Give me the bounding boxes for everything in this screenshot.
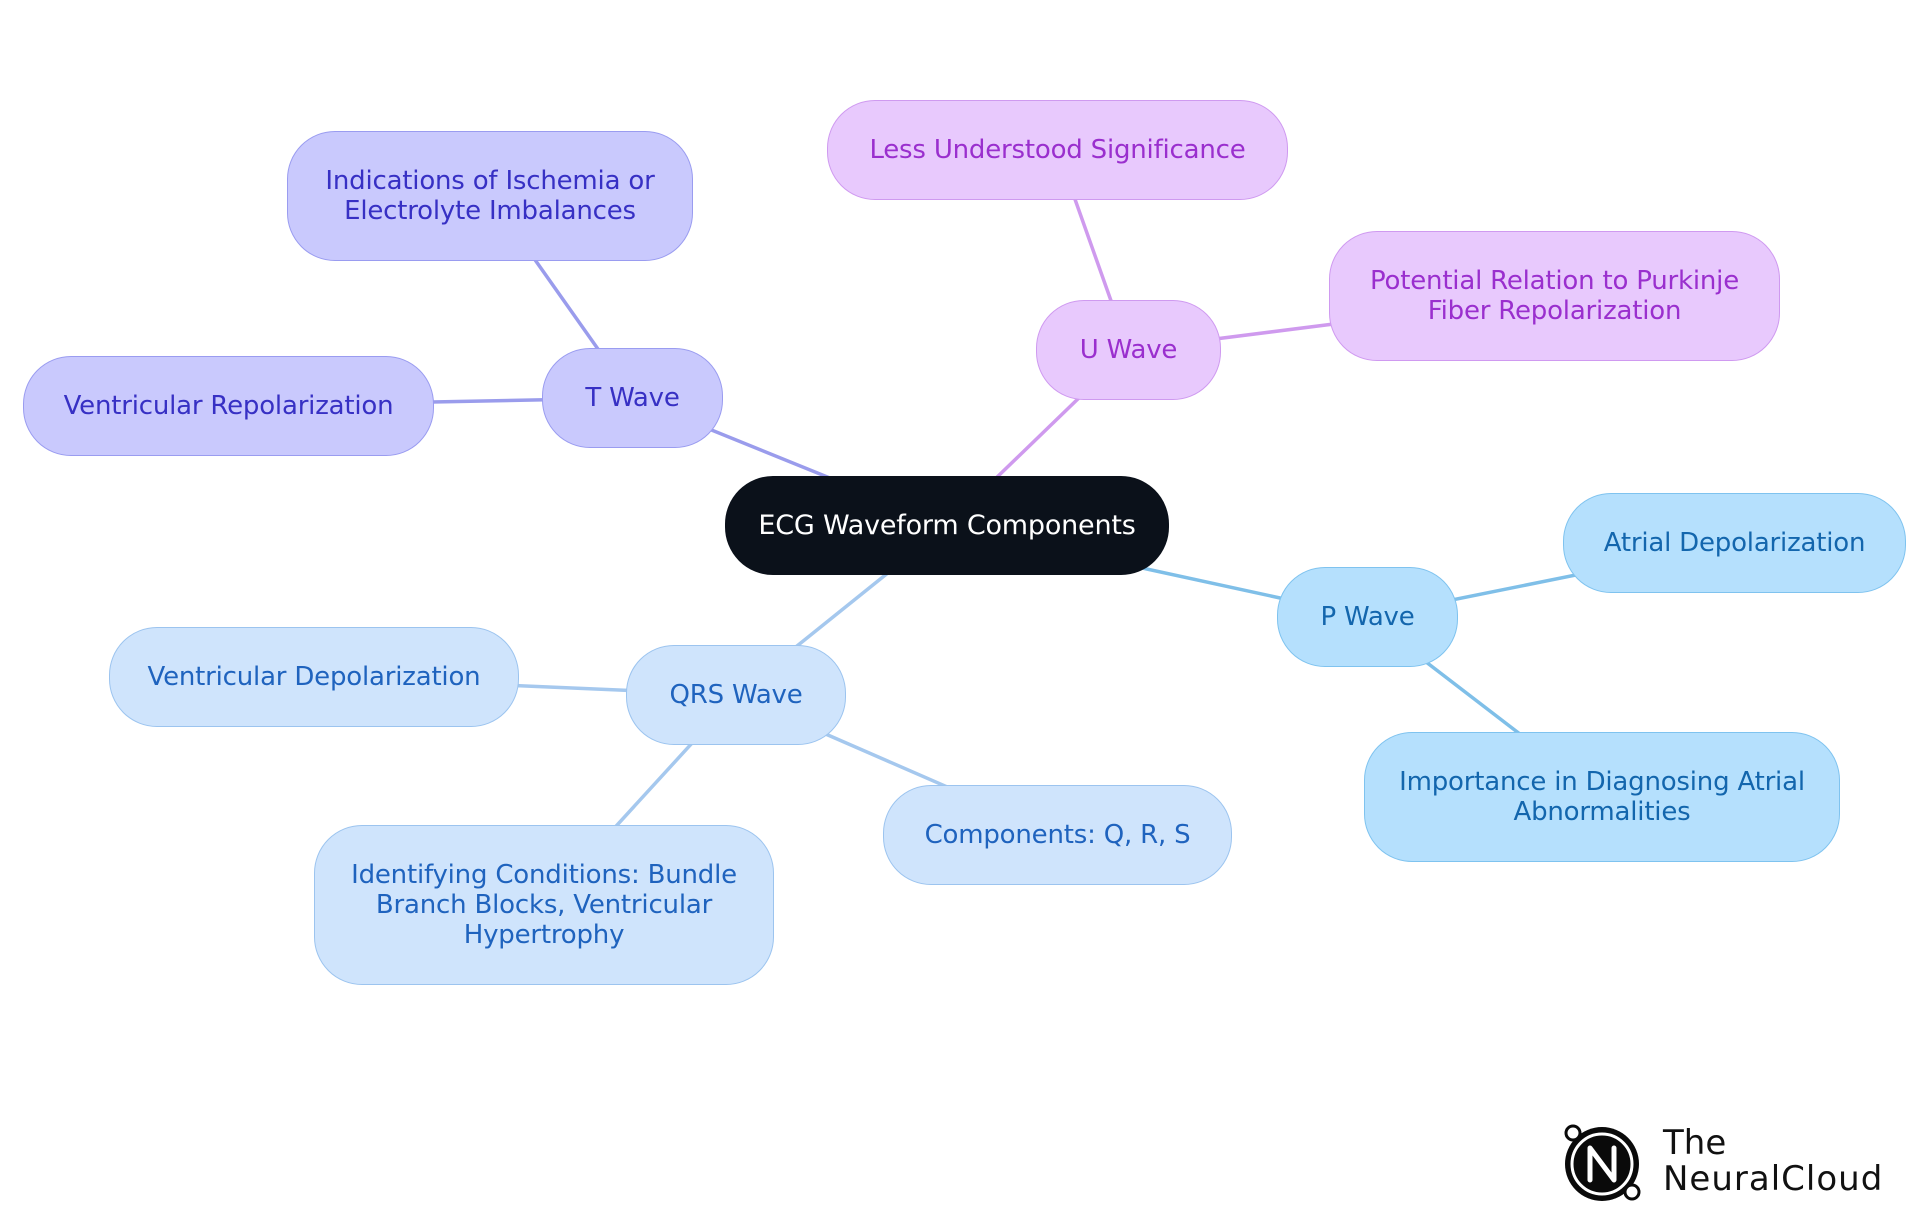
node-u-wave-child-significance: Less Understood Significance xyxy=(827,100,1288,200)
logo-line-neuralcloud: NeuralCloud xyxy=(1663,1159,1884,1199)
node-qrs-wave: QRS Wave xyxy=(626,645,846,745)
node-p-wave: P Wave xyxy=(1277,567,1458,667)
node-p-wave-child-diagnosing: Importance in Diagnosing Atrial Abnormal… xyxy=(1364,732,1840,862)
logo-line-the: The xyxy=(1663,1123,1727,1163)
neuralcloud-logo-text: The NeuralCloud xyxy=(1663,1125,1883,1197)
node-u-wave-child-purkinje: Potential Relation to Purkinje Fiber Rep… xyxy=(1329,231,1780,361)
node-p-wave-child-atrial-depol: Atrial Depolarization xyxy=(1563,493,1906,593)
node-qrs-wave-child-conditions: Identifying Conditions: Bundle Branch Bl… xyxy=(314,825,774,985)
node-u-wave: U Wave xyxy=(1036,300,1221,400)
node-t-wave-child-repolarization: Ventricular Repolarization xyxy=(23,356,434,456)
node-qrs-wave-child-ventricular-depol: Ventricular Depolarization xyxy=(109,627,519,727)
neuralcloud-logo xyxy=(1557,1118,1897,1208)
node-root: ECG Waveform Components xyxy=(725,476,1169,575)
node-t-wave-child-ischemia: Indications of Ischemia or Electrolyte I… xyxy=(287,131,693,261)
node-t-wave: T Wave xyxy=(542,348,723,448)
node-qrs-wave-child-components: Components: Q, R, S xyxy=(883,785,1232,885)
neuralcloud-n-logo-icon xyxy=(1564,1124,1641,1201)
